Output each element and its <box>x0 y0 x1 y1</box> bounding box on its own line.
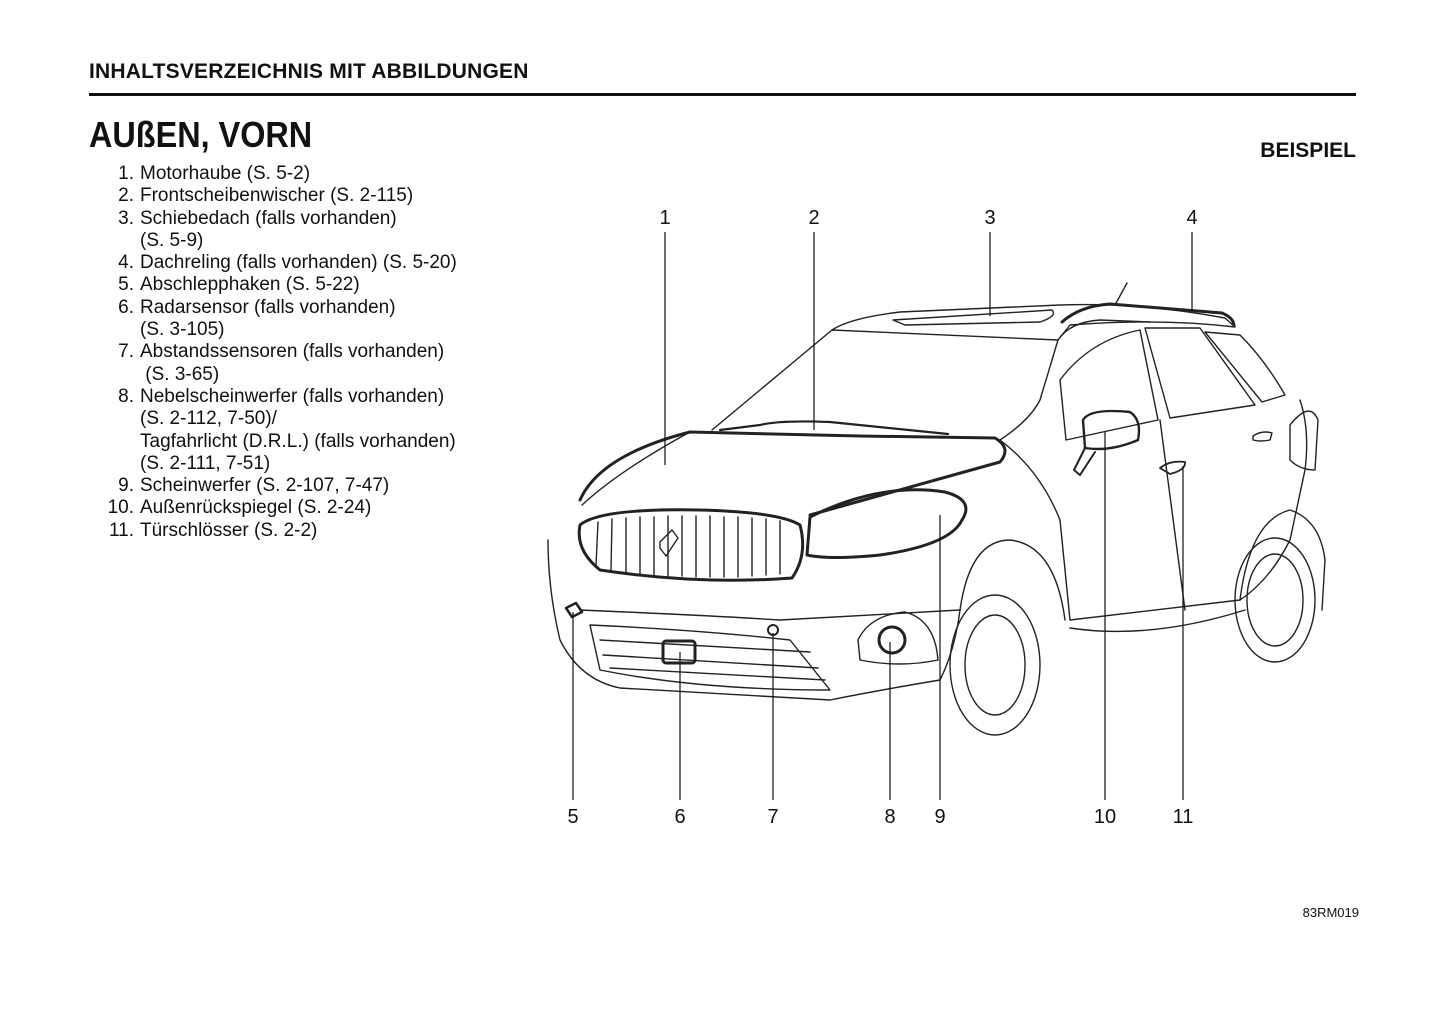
bumper-upper <box>579 609 961 621</box>
item-text: Schiebedach (falls vorhanden) <box>140 207 397 229</box>
header-rule <box>89 93 1356 96</box>
door-handle <box>1159 460 1186 475</box>
example-label: BEISPIEL <box>1260 139 1356 162</box>
item-text: Nebelscheinwerfer (falls vorhanden) <box>140 385 445 407</box>
front-bumper <box>547 539 961 701</box>
callout-9: 9 <box>934 806 945 828</box>
item-number: 7. <box>118 341 134 363</box>
item-number: 5. <box>118 274 134 296</box>
wiper-area <box>718 420 950 436</box>
callout-4: 4 <box>1186 207 1197 229</box>
item-text: (S. 3-65) <box>140 363 220 385</box>
item-text: Türschlösser (S. 2-2) <box>140 519 318 541</box>
item-number: 2. <box>118 185 134 207</box>
item-text: Motorhaube (S. 5-2) <box>140 163 311 184</box>
front-door-window <box>1059 329 1159 441</box>
callout-1: 1 <box>659 207 670 229</box>
callout-2: 2 <box>808 207 819 229</box>
parts-list: 1. Motorhaube (S. 5-2) 2. Frontscheibenwis… <box>96 163 536 542</box>
section-header: INHALTSVERZEICHNIS MIT ABBILDUNGEN <box>89 60 529 83</box>
callout-5: 5 <box>567 806 578 828</box>
door-divide <box>1159 419 1186 611</box>
item-text: Tagfahrlicht (D.R.L.) (falls vorhanden) <box>140 430 456 452</box>
antenna <box>1114 282 1128 306</box>
list-item: 9. Scheinwerfer (S. 2-107, 7-47) <box>96 475 536 497</box>
hood <box>578 430 1007 517</box>
item-text: (S. 2-111, 7-51) <box>140 452 271 474</box>
list-item: 4. Dachreling (falls vorhanden) (S. 5-20) <box>96 252 536 274</box>
callout-6: 6 <box>674 806 685 828</box>
logo <box>659 529 679 557</box>
item-text: Außenrückspiegel (S. 2-24) <box>140 497 372 519</box>
item-number: 4. <box>118 252 134 274</box>
item-number: 3. <box>118 207 134 229</box>
item-text: (S. 3-105) <box>140 319 225 341</box>
item-number: 9. <box>118 475 134 497</box>
front-wheel <box>949 594 1041 736</box>
item-text: Abstandssensoren (falls vorhanden) <box>140 341 445 363</box>
hood-crease <box>581 431 691 506</box>
list-item: 8.Nebelscheinwerfer (falls vorhanden)(S.… <box>96 386 536 475</box>
item-number: 6. <box>118 296 134 318</box>
item-text: (S. 2-112, 7-50)/ <box>140 408 277 430</box>
item-text: Dachreling (falls vorhanden) (S. 5-20) <box>140 252 457 274</box>
grille-bars <box>595 515 781 578</box>
rear-door-window <box>1144 327 1256 419</box>
rear-fender <box>1239 509 1326 611</box>
item-text: Radarsensor (falls vorhanden) <box>140 296 396 318</box>
rear-light <box>1289 410 1319 471</box>
rocker <box>1069 609 1246 633</box>
fog-light <box>877 625 907 655</box>
roof-rail <box>1060 302 1236 328</box>
a-pillar <box>1057 319 1151 341</box>
callout-7: 7 <box>767 806 778 828</box>
list-item: 1. Motorhaube (S. 5-2) <box>96 163 536 185</box>
list-item: 11. Türschlösser (S. 2-2) <box>96 520 536 542</box>
item-text: (S. 5-9) <box>140 229 204 251</box>
callout-8: 8 <box>884 806 895 828</box>
item-text: Abschlepphaken (S. 5-22) <box>140 274 360 296</box>
callout-3: 3 <box>984 207 995 229</box>
grille <box>577 508 805 582</box>
item-number: 11. <box>108 519 134 541</box>
list-item: 3. Schiebedach (falls vorhanden)(S. 5-9) <box>96 208 536 253</box>
list-item: 5. Abschlepphaken (S. 5-22) <box>96 274 536 296</box>
radar-sensor <box>661 639 697 665</box>
tow-hook-cover <box>564 601 584 619</box>
body-side <box>999 399 1308 621</box>
sunroof <box>892 309 1055 326</box>
page-title: AUßEN, VORN <box>89 114 313 155</box>
list-item: 6. Radarsensor (falls vorhanden)(S. 3-105… <box>96 297 536 342</box>
item-text: Frontscheibenwischer (S. 2-115) <box>140 185 414 207</box>
figure-reference: 83RM019 <box>1302 905 1359 920</box>
callout-10: 10 <box>1094 806 1116 828</box>
item-number: 8. <box>118 385 134 407</box>
rear-wheel <box>1234 537 1316 663</box>
fog-recess <box>857 611 939 665</box>
windshield <box>711 329 1059 441</box>
list-item: 10. Außenrückspiegel (S. 2-24) <box>96 497 536 519</box>
item-number: 1. <box>118 163 134 184</box>
callout-11: 11 <box>1173 806 1194 828</box>
list-item: 7. Abstandssensoren (falls vorhanden) (S.… <box>96 341 536 386</box>
front-wheel-arch <box>959 539 1066 621</box>
quarter-window <box>1204 331 1286 403</box>
list-item: 2. Frontscheibenwischer (S. 2-115) <box>96 185 536 207</box>
headlight <box>805 488 968 559</box>
item-number: 10. <box>107 497 134 519</box>
lower-grille <box>589 624 831 691</box>
item-text: Scheinwerfer (S. 2-107, 7-47) <box>140 475 390 497</box>
